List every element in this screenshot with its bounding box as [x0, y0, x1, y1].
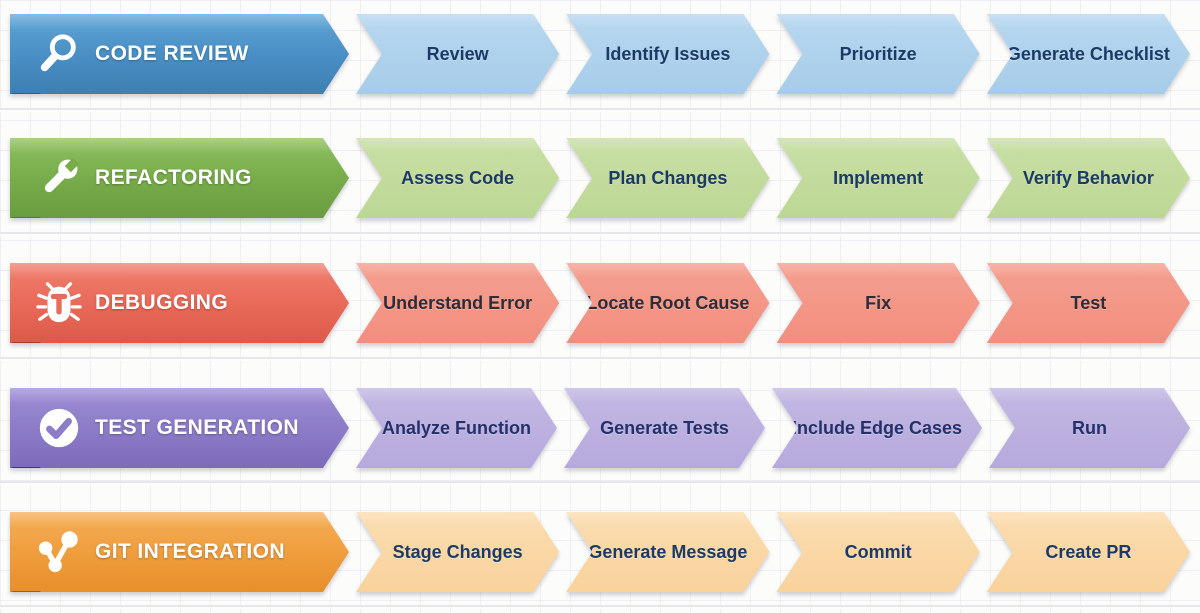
workflow-step: Review — [356, 14, 559, 94]
ribbon-fold — [11, 467, 41, 477]
workflow-step: Generate Checklist — [987, 14, 1190, 94]
row-divider — [0, 481, 1200, 485]
check-circle-icon — [36, 405, 82, 451]
workflow-step: Identify Issues — [566, 14, 769, 94]
workflow-header: DEBUGGING — [10, 263, 349, 343]
workflow-title: GIT INTEGRATION — [95, 540, 285, 563]
workflow-row-test-generation: TEST GENERATION Analyze Function Generat… — [10, 388, 1190, 468]
workflow-header: TEST GENERATION — [10, 388, 349, 468]
git-branch-icon — [36, 529, 82, 575]
workflow-step: Test — [987, 263, 1190, 343]
workflow-title: CODE REVIEW — [95, 42, 249, 65]
row-divider — [0, 605, 1200, 609]
workflow-step: Run — [989, 388, 1190, 468]
workflow-title: TEST GENERATION — [95, 416, 299, 439]
ribbon-fold — [11, 93, 41, 103]
workflow-header: GIT INTEGRATION — [10, 512, 349, 592]
row-divider — [0, 232, 1200, 236]
workflow-title: DEBUGGING — [95, 291, 229, 314]
workflow-step: Generate Tests — [564, 388, 765, 468]
workflow-title: REFACTORING — [95, 166, 252, 189]
ribbon-fold — [11, 591, 41, 601]
workflow-step: Fix — [777, 263, 980, 343]
workflow-step: Generate Message — [566, 512, 769, 592]
workflow-step: Verify Behavior — [987, 138, 1190, 218]
workflow-step: Assess Code — [356, 138, 559, 218]
workflow-step: Analyze Function — [356, 388, 557, 468]
wrench-icon — [36, 155, 82, 201]
magnifier-icon — [36, 31, 82, 77]
workflow-step: Locate Root Cause — [566, 263, 769, 343]
workflow-row-git-integration: GIT INTEGRATION Stage Changes Generate M… — [10, 512, 1190, 592]
workflow-header: REFACTORING — [10, 138, 349, 218]
workflow-step: Plan Changes — [566, 138, 769, 218]
workflow-header: CODE REVIEW — [10, 14, 349, 94]
row-divider — [0, 108, 1200, 112]
workflow-step: Create PR — [987, 512, 1190, 592]
workflow-step: Understand Error — [356, 263, 559, 343]
workflow-step: Implement — [777, 138, 980, 218]
workflow-row-refactoring: REFACTORING Assess Code Plan Changes Imp… — [10, 138, 1190, 218]
row-divider — [0, 357, 1200, 361]
ribbon-fold — [11, 342, 41, 352]
ribbon-fold — [11, 217, 41, 227]
bug-icon — [36, 280, 82, 326]
workflow-row-code-review: CODE REVIEW Review Identify Issues Prior… — [10, 14, 1190, 94]
workflow-step: Include Edge Cases — [772, 388, 982, 468]
workflow-step: Prioritize — [777, 14, 980, 94]
workflow-row-debugging: DEBUGGING Understand Error Locate Root C… — [10, 263, 1190, 343]
workflow-step: Stage Changes — [356, 512, 559, 592]
workflow-step: Commit — [777, 512, 980, 592]
